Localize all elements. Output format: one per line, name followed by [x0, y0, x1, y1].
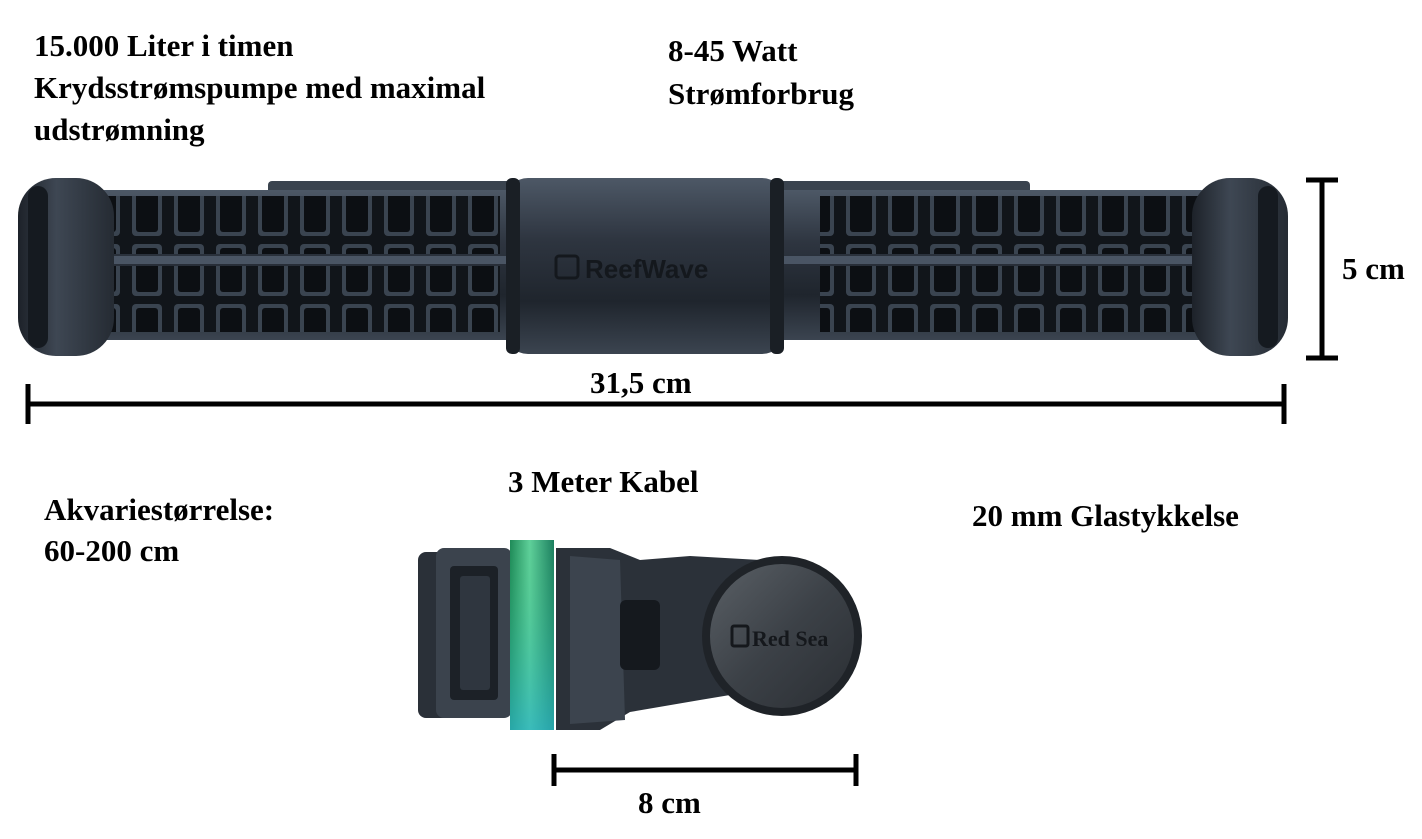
- pump-type-label-2: udstrømning: [34, 112, 205, 147]
- right-grill-top: [820, 196, 1200, 254]
- left-grill-top: [90, 196, 500, 254]
- length-label: 31,5 cm: [590, 365, 692, 400]
- right-grill-bottom: [820, 266, 1200, 332]
- reefwave-logo: ReefWave: [585, 254, 708, 284]
- flow-rate-label: 15.000 Liter i timen: [34, 28, 294, 63]
- left-grill-bottom: [90, 266, 500, 332]
- power-label: 8-45 Watt: [668, 33, 798, 68]
- redsea-logo: Red Sea: [752, 626, 828, 651]
- cable-label: 3 Meter Kabel: [508, 464, 699, 499]
- glass-thickness-label: 20 mm Glastykkelse: [972, 498, 1239, 533]
- aquarium-size-label: Akvariestørrelse:: [44, 492, 275, 527]
- wave-pump: ReefWave: [18, 178, 1288, 356]
- reefwave-logo-icon: [554, 254, 580, 280]
- power-consumption-label: Strømforbrug: [668, 76, 854, 111]
- holder-width-dimension-line: [551, 754, 859, 786]
- length-dimension-line: [25, 384, 1287, 424]
- holder-width-label: 8 cm: [638, 785, 701, 820]
- holder-disc: [710, 564, 854, 708]
- height-dimension-line: [1306, 177, 1338, 361]
- pump-type-label: Krydsstrømspumpe med maximal: [34, 70, 486, 105]
- height-label: 5 cm: [1342, 251, 1405, 286]
- magnetic-holder: Red Sea: [418, 540, 862, 730]
- aquarium-size-value: 60-200 cm: [44, 533, 180, 568]
- redsea-logo-icon: [730, 624, 750, 648]
- motor-housing: [506, 178, 784, 354]
